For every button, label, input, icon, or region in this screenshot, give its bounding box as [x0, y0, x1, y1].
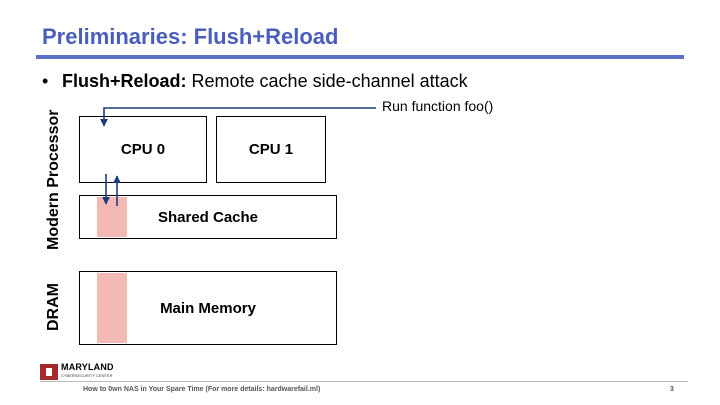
footer-divider [40, 381, 688, 382]
bullet-marker: • [42, 71, 49, 91]
cpu1-box: CPU 1 [216, 116, 326, 183]
dram-label: DRAM [45, 283, 62, 331]
title-underline [36, 55, 684, 59]
bullet-term: Flush+Reload: [62, 71, 187, 91]
run-function-callout: Run function foo() [382, 98, 494, 114]
slide-title: Preliminaries: Flush+Reload [42, 24, 339, 49]
cpu1-label: CPU 1 [248, 141, 294, 158]
cpu0-label: CPU 0 [120, 141, 166, 158]
footer-text: How to 0wn NAS in Your Spare Time (For m… [83, 386, 321, 393]
page-number: 3 [670, 386, 674, 393]
bullet-item: • Flush+Reload: Remote cache side-channel… [42, 71, 468, 92]
memory-line-highlight [97, 273, 127, 343]
shared-cache-label: Shared Cache [157, 208, 259, 226]
cpu0-box: CPU 0 [79, 116, 207, 183]
logo-subtitle: CYBERSECURITY CENTER [61, 373, 113, 378]
processor-label: Modern Processor [45, 109, 62, 250]
maryland-shield-icon [40, 364, 58, 380]
bullet-description: Remote cache side-channel attack [186, 71, 468, 91]
logo-name: MARYLAND [61, 362, 114, 372]
main-memory-label: Main Memory [160, 299, 256, 317]
